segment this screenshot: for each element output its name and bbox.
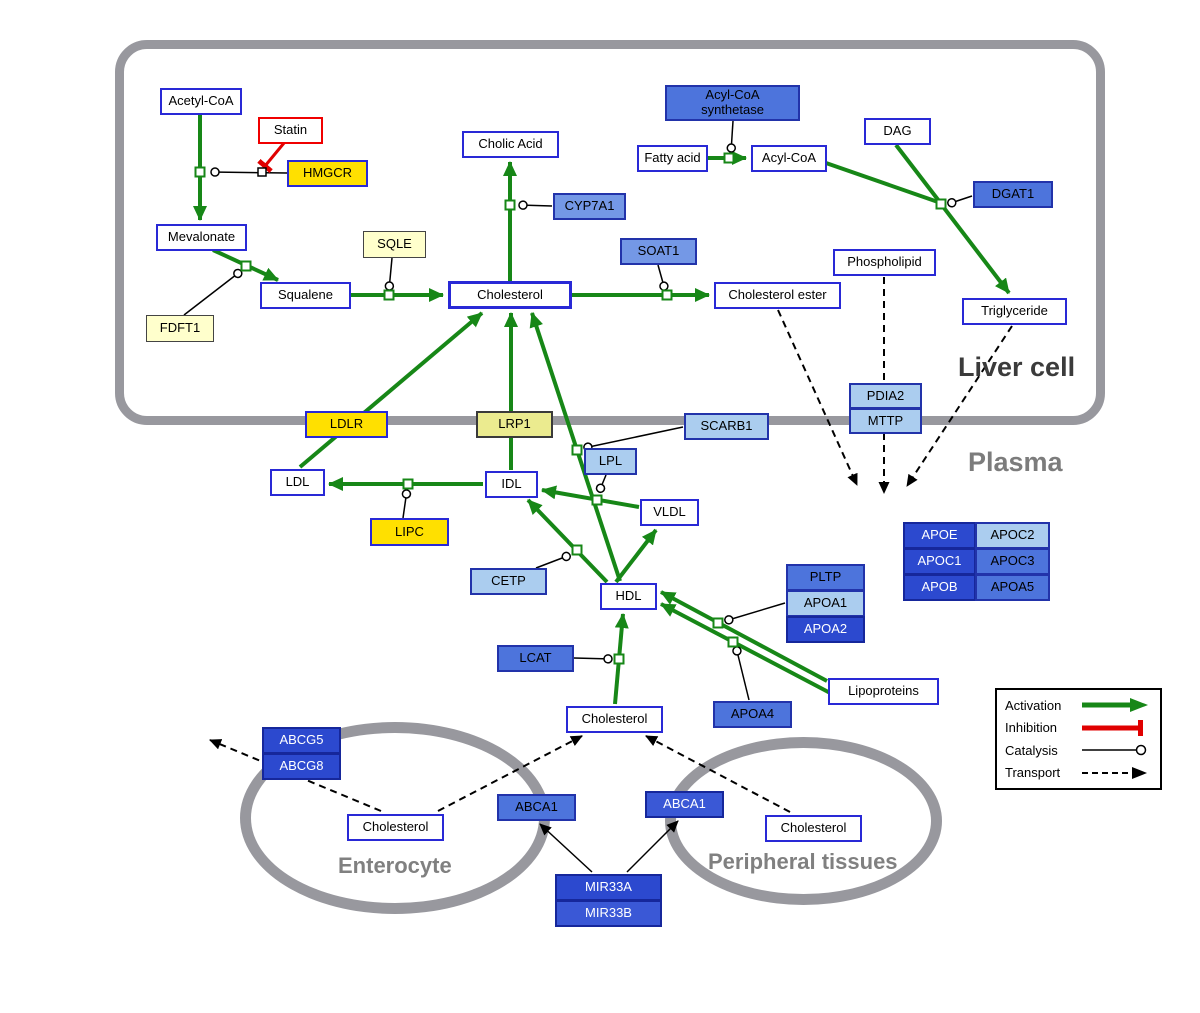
- enterocyte-label: Enterocyte: [338, 853, 452, 878]
- inhibition-edge: [257, 142, 286, 174]
- node-cetp[interactable]: CETP: [470, 568, 547, 595]
- node-pltp[interactable]: PLTP: [786, 564, 865, 591]
- node-apob[interactable]: APOB: [903, 574, 976, 601]
- plasma-label: Plasma: [968, 447, 1063, 477]
- peripheral-tissues-label: Peripheral tissues: [708, 849, 898, 874]
- node-mttp[interactable]: MTTP: [849, 408, 922, 434]
- node-dgat1[interactable]: DGAT1: [973, 181, 1053, 208]
- liver-cell-label: Liver cell: [958, 352, 1076, 382]
- node-apoc1[interactable]: APOC1: [903, 548, 976, 575]
- legend: Activation Inhibition Catalysis Transpor…: [995, 688, 1162, 790]
- anchor-squares: [194, 152, 947, 665]
- legend-row-inhibition: Inhibition: [1005, 717, 1152, 739]
- node-dag[interactable]: DAG: [864, 118, 931, 145]
- node-vldl[interactable]: VLDL: [640, 499, 699, 526]
- liver-cell-compartment: [115, 40, 1105, 425]
- node-lipoproteins[interactable]: Lipoproteins: [828, 678, 939, 705]
- node-apoa2[interactable]: APOA2: [786, 616, 865, 643]
- node-fatty-acid[interactable]: Fatty acid: [637, 145, 708, 172]
- legend-transport-label: Transport: [1005, 765, 1061, 781]
- node-lipc[interactable]: LIPC: [370, 518, 449, 546]
- node-mir33b[interactable]: MIR33B: [555, 900, 662, 927]
- node-cholesterol-plasma[interactable]: Cholesterol: [566, 706, 663, 733]
- node-mevalonate[interactable]: Mevalonate: [156, 224, 247, 251]
- node-apoc3[interactable]: APOC3: [975, 548, 1050, 575]
- node-abca1-peripheral[interactable]: ABCA1: [645, 791, 724, 818]
- activation-arrow-icon: [1082, 698, 1148, 713]
- node-apoe[interactable]: APOE: [903, 522, 976, 549]
- transport-dashed-arrow-icon: [1082, 766, 1147, 779]
- node-acetyl-coa[interactable]: Acetyl-CoA: [160, 88, 242, 115]
- node-apoa5[interactable]: APOA5: [975, 574, 1050, 601]
- node-acyl-coa[interactable]: Acyl-CoA: [751, 145, 827, 172]
- node-lrp1[interactable]: LRP1: [476, 411, 553, 438]
- node-soat1[interactable]: SOAT1: [620, 238, 697, 265]
- node-cholesterol-liver[interactable]: Cholesterol: [448, 281, 572, 309]
- node-statin[interactable]: Statin: [258, 117, 323, 144]
- node-cyp7a1[interactable]: CYP7A1: [553, 193, 626, 220]
- node-idl[interactable]: IDL: [485, 471, 538, 498]
- legend-activation-label: Activation: [1005, 697, 1062, 713]
- node-abca1-enterocyte[interactable]: ABCA1: [497, 794, 576, 821]
- legend-row-transport: Transport: [1005, 762, 1152, 784]
- node-cholesterol-enterocyte[interactable]: Cholesterol: [347, 814, 444, 841]
- activation-edges: [193, 115, 1011, 705]
- node-ldl[interactable]: LDL: [270, 469, 325, 496]
- node-cholesterol-peripheral[interactable]: Cholesterol: [765, 815, 862, 842]
- node-pdia2[interactable]: PDIA2: [849, 383, 922, 409]
- catalysis-circle-icon: [1082, 745, 1147, 756]
- node-squalene[interactable]: Squalene: [260, 282, 351, 309]
- legend-row-catalysis: Catalysis: [1005, 739, 1152, 761]
- node-hdl[interactable]: HDL: [600, 583, 657, 610]
- inhibition-tbar-icon: [1082, 719, 1143, 736]
- node-fdft1[interactable]: FDFT1: [146, 315, 214, 342]
- legend-row-activation: Activation: [1005, 694, 1152, 716]
- node-cholic-acid[interactable]: Cholic Acid: [462, 131, 559, 158]
- node-lcat[interactable]: LCAT: [497, 645, 574, 672]
- node-phospholipid[interactable]: Phospholipid: [833, 249, 936, 276]
- node-cholesterol-ester[interactable]: Cholesterol ester: [714, 282, 841, 309]
- node-abcg5[interactable]: ABCG5: [262, 727, 341, 754]
- node-mir33a[interactable]: MIR33A: [555, 874, 662, 901]
- node-scarb1[interactable]: SCARB1: [684, 413, 769, 440]
- node-lpl[interactable]: LPL: [584, 448, 637, 475]
- node-abcg8[interactable]: ABCG8: [262, 753, 341, 780]
- catalysis-edges: [183, 120, 973, 701]
- node-ldlr[interactable]: LDLR: [305, 411, 388, 438]
- legend-catalysis-label: Catalysis: [1005, 742, 1058, 758]
- regulation-arrows: [539, 820, 679, 873]
- node-apoc2[interactable]: APOC2: [975, 522, 1050, 549]
- legend-inhibition-label: Inhibition: [1005, 720, 1058, 736]
- node-triglyceride[interactable]: Triglyceride: [962, 298, 1067, 325]
- node-sqle[interactable]: SQLE: [363, 231, 426, 258]
- node-apoa4[interactable]: APOA4: [713, 701, 792, 728]
- node-hmgcr[interactable]: HMGCR: [287, 160, 368, 187]
- node-apoa1[interactable]: APOA1: [786, 590, 865, 617]
- node-acyl-coa-synthetase[interactable]: Acyl-CoA synthetase: [665, 85, 800, 121]
